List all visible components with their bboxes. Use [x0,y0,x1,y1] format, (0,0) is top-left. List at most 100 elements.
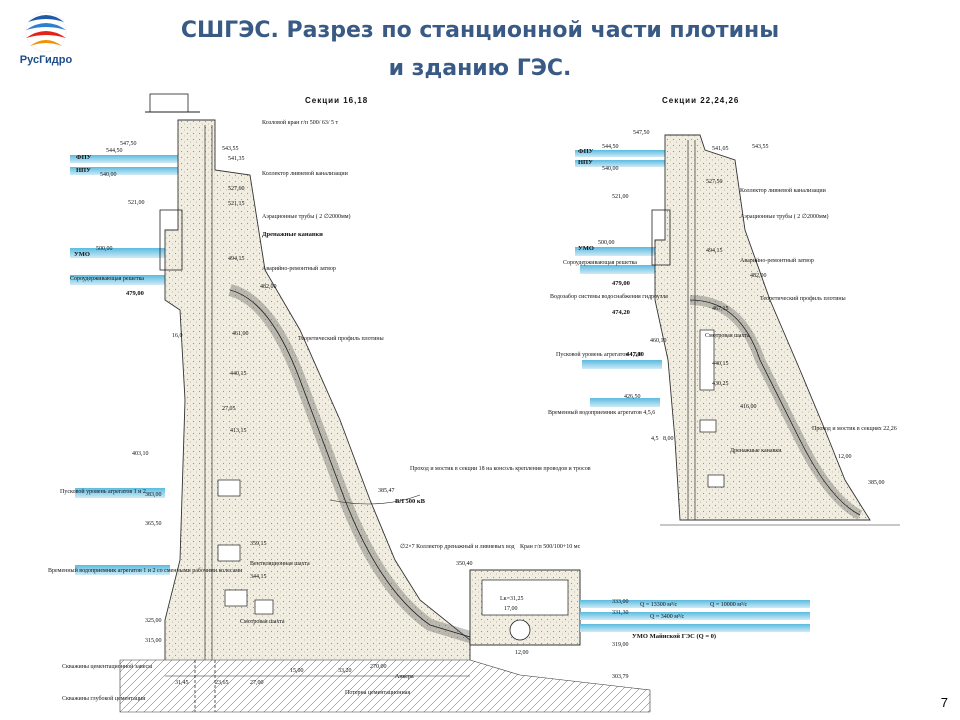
left-label-crane2: Кран г/п 500/100+10 мс [520,544,581,550]
left-elev-10: 494,15 [228,256,245,262]
left-label-inspection: Смотровая шахта [240,619,285,625]
left-label-gallery: Потерна цементационная [345,690,410,696]
left-elev-23: 333,00 [612,599,629,605]
left-label-anchors: Анкера [395,674,414,680]
left-label-wells-deep: Скважины глубокой цементации [62,695,146,702]
right-elev-3: 541,05 [712,146,729,152]
left-dim-4: 33,20 [338,668,352,674]
left-label-vent: Вентиляционная шахта [250,561,310,567]
left-elev-22: 344,15 [250,574,267,580]
left-elev-11: 482,00 [260,284,277,290]
left-elev-13: 461,00 [232,331,249,337]
right-label-start: Пусковой уровень агрегатов 4,5,6 [556,351,642,358]
right-label-gate: Аварийно-ремонтный затвор [740,257,814,264]
right-label-umo: УМО [578,245,594,252]
right-section-labels: Секции 22,24,26 ФПУ НПУ УМО Коллектор ли… [548,96,897,486]
left-label-crane: Козловой кран г/п 500/ 63/ 5 т [262,119,339,126]
right-trash-rack [651,209,671,266]
left-label-drainage: Дренажные канавки [262,231,323,238]
right-elev-7: 521,00 [612,194,629,200]
rushydro-logo-icon [25,11,67,53]
right-elev-18: 426,50 [624,394,641,400]
left-elev-20: 359,15 [250,541,267,547]
left-dim-2: 27,05 [222,406,236,412]
left-dam-body [164,119,471,691]
page-number: 7 [940,695,948,710]
left-label-line: ВЛ 500 кВ [395,498,426,505]
right-elev-17: 430,25 [712,381,729,387]
left-elev-15: 413,15 [230,428,247,434]
right-penstock-axis [689,299,861,516]
left-tailwater-2 [580,612,810,620]
left-label-grid: Сороудерживающая решетка [70,276,144,282]
right-label-drainage: Дренажные канавки [730,448,782,454]
right-label-inspection: Смотровая шахта [705,333,750,339]
left-dim-7: 23,65 [215,680,229,686]
left-tailwater-3 [580,624,810,632]
left-elev-16: 403,10 [132,451,149,457]
right-water-temp [590,398,660,407]
left-label-npu: НПУ [76,167,91,174]
left-section-title: Секции 16,18 [305,96,368,105]
left-dim-9: Lк=31,25 [500,596,523,602]
right-elev-10: 482,00 [750,273,767,279]
left-foundation [119,659,651,713]
left-elev-26: 319,00 [612,642,629,648]
right-elev-9: 494,15 [706,248,723,254]
right-label-passage: Проход и мостик в секциях 22,26 [812,426,897,432]
logo-text: РусГидро [19,54,73,66]
right-label-intake: Водозабор системы водоснабжения гидроузл… [550,293,668,300]
page-title: СШГЭС. Разрез по станционной части плоти… [130,12,830,88]
right-inspection-shaft [699,329,715,391]
left-water-temp [75,565,170,575]
left-elev-24: 331,30 [612,610,629,616]
left-elev-21: 350,40 [456,561,473,567]
right-elev-19: 416,00 [740,404,757,410]
left-elev-19: 365,50 [145,521,162,527]
right-label-collector: Коллектор ливневой канализации [740,187,827,194]
left-elev-6: 527,60 [228,186,245,192]
left-section-labels: Секции 16,18 Козловой кран г/п 500/ 63/ … [48,96,747,702]
left-label-drain-collector: ∅2×7 Коллектор дренажный и ливневых вод [400,543,515,550]
left-water-fpu [70,155,180,163]
left-label-passage: Проход и мостик в секции 18 на консоль к… [410,466,591,472]
right-label-npu: НПУ [578,159,593,166]
left-dim-6: 31,45 [175,680,189,686]
right-elev-20: 385,00 [868,480,885,486]
right-elev-6: 527,50 [706,179,723,185]
right-elev-5: 540,00 [602,166,619,172]
left-label-q2: Q = 3400 м³/с [650,614,684,620]
right-elev-2: 544,50 [602,144,619,150]
left-label-temp: Временный водоприемник агрегатов 1 и 2 с… [48,567,243,574]
left-elev-9: 500,00 [96,246,113,252]
left-water-start [75,488,165,498]
right-water-umo [575,247,660,256]
left-elev-27: 315,00 [145,638,162,644]
right-elev-16: 440,15 [712,361,729,367]
right-elev-22: 4,5 [651,436,659,442]
left-water-umo [70,248,170,258]
left-dim-5: 27,00 [250,680,264,686]
left-label-umo: УМО [74,251,90,258]
right-water-start [582,360,662,369]
right-elev-13: 467,15 [712,306,729,312]
left-elev-1: 547,50 [120,141,137,147]
left-label-fpu: ФПУ [76,154,92,161]
title-line-1: СШГЭС. Разрез по станционной части плоти… [180,18,780,43]
left-elev-3: 543,55 [222,146,239,152]
left-elev-7: 521,15 [228,201,245,207]
left-elev-29: 270,00 [370,664,387,670]
right-label-fpu: ФПУ [578,148,594,155]
left-elev-14: 440,15 [230,371,247,377]
left-elev-5: 540,00 [100,172,117,178]
right-elev-15: 447,00 [626,351,644,358]
left-label-gate: Аварийно-ремонтный затвор [262,265,336,272]
right-label-aeration: Аэрационные трубы ( 2 ∅2000мм) [740,213,829,220]
right-elev-21: 12,00 [838,454,852,460]
left-label-aeration: Аэрационные трубы ( 2 ∅2000мм) [262,213,351,220]
left-elev-17: 385,47 [378,488,395,494]
right-section-title: Секции 22,24,26 [662,96,739,105]
left-gantry-crane [149,93,189,113]
turbine-icon [509,619,531,641]
